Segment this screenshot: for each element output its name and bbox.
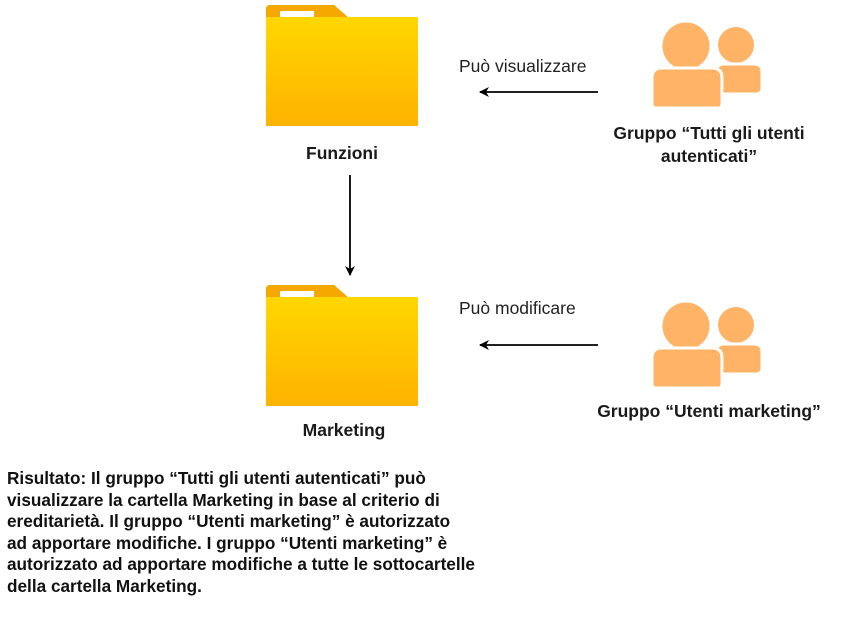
folder-label-marketing: Marketing: [302, 420, 386, 440]
result-line: Risultato: Il gruppo “Tutti gli utenti a…: [7, 468, 426, 488]
result-line: autorizzato ad apportare modifiche a tut…: [7, 554, 475, 574]
users-group-icon: [650, 19, 764, 110]
edge-label-view: Può visualizzare: [459, 56, 587, 76]
result-line: della cartella Marketing.: [7, 575, 202, 596]
result-line: ad apportare modifiche. I gruppo “Utenti…: [7, 532, 448, 553]
edge-label-modify: Può modificare: [459, 298, 576, 318]
folder-label-funzioni: Funzioni: [306, 143, 378, 163]
group-label-line1: Gruppo “Tutti gli utenti: [613, 123, 805, 143]
result-line: visualizzare la cartella Marketing in ba…: [7, 489, 440, 510]
users-group-icon: [650, 299, 764, 390]
result-paragraph: Risultato: Il gruppo “Tutti gli utenti a…: [7, 468, 607, 597]
folder-icon: [266, 5, 418, 126]
group-label-line2: autenticati”: [660, 146, 758, 166]
result-line: ereditarietà. Il gruppo “Utenti marketin…: [7, 511, 451, 531]
group-label-authenticated: Gruppo “Tutti gli utenti autenticati”: [578, 122, 840, 168]
folder-icon: [266, 285, 418, 406]
group-label-marketing: Gruppo “Utenti marketing”: [597, 401, 821, 421]
